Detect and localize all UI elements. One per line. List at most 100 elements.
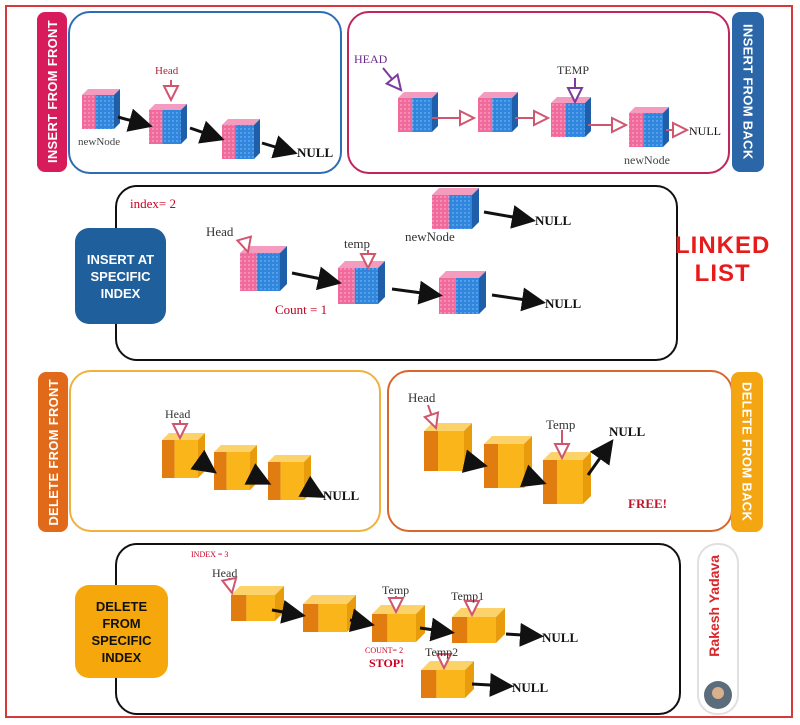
node-top-face	[303, 595, 356, 604]
node-next-part	[557, 460, 583, 504]
insert-front-newnode-label: newNode	[78, 136, 121, 148]
list-node	[452, 608, 505, 643]
insert-index-count-label: Count = 1	[275, 302, 328, 317]
pointer-arrow	[471, 673, 514, 697]
node-side-face	[114, 89, 120, 129]
pointer-arrowhead	[171, 423, 189, 441]
node-top-face	[421, 661, 474, 670]
delete-back-null: NULL	[609, 424, 646, 439]
delete-index-count-label: COUNT= 2	[365, 646, 404, 655]
node-next-part	[354, 268, 378, 304]
node-data-part	[439, 278, 456, 314]
pointer-arrowhead	[533, 109, 551, 127]
list-node	[439, 271, 486, 314]
pointer-arrow	[190, 449, 217, 474]
node-next-part	[95, 95, 114, 129]
node-data-part	[398, 98, 413, 132]
node-top-face	[149, 104, 187, 110]
title-line2: LIST	[694, 260, 751, 287]
node-top-face	[484, 436, 532, 444]
list-node	[424, 423, 472, 471]
node-next-part	[643, 113, 663, 147]
node-top-face	[240, 246, 287, 253]
node-next-part	[174, 440, 198, 478]
avatar	[704, 681, 732, 709]
pointer-arrowhead	[384, 72, 403, 92]
pointer-arrow	[461, 449, 488, 473]
pointer-arrow	[244, 463, 272, 485]
node-side-face	[432, 92, 438, 132]
insert-from-back-label: INSERT FROM BACK	[740, 24, 756, 160]
node-side-face	[663, 107, 669, 147]
insert-from-front-tab: INSERT FROM FRONT	[37, 12, 67, 172]
author-card: Rakesh Yadava	[697, 543, 739, 715]
insert-front-null: NULL	[297, 145, 334, 160]
node-data-part	[478, 98, 493, 132]
insert-index-head-label: Head	[206, 224, 234, 239]
node-top-face	[452, 608, 505, 617]
node-next-part	[162, 110, 181, 144]
pointer-arrowhead	[220, 576, 238, 596]
node-next-part	[492, 98, 512, 132]
delete-front-null: NULL	[323, 488, 360, 503]
insert-index-temp-label: temp	[344, 236, 370, 251]
node-top-face	[432, 188, 479, 195]
delete-index-temp1-label: Temp1	[451, 589, 485, 603]
node-data-part	[268, 462, 281, 500]
node-top-face	[162, 433, 205, 440]
list-node	[231, 586, 284, 621]
delete-from-front-tab: DELETE FROM FRONT	[38, 372, 68, 532]
node-next-part	[438, 431, 464, 471]
insert-from-back-tab: INSERT FROM BACK	[732, 12, 764, 172]
pointer-arrowhead	[387, 597, 405, 615]
node-top-face	[551, 97, 591, 103]
list-node	[484, 436, 532, 488]
list-node	[432, 188, 479, 229]
node-top-face	[629, 107, 669, 113]
list-node	[551, 97, 591, 137]
delete-at-index-label: DELETE FROM SPECIFIC INDEX	[91, 598, 152, 665]
pointer-arrow	[519, 464, 547, 488]
node-side-face	[416, 605, 425, 642]
node-side-face	[472, 188, 479, 229]
insert-index-null-bottom: NULL	[545, 296, 582, 311]
node-next-part	[565, 103, 585, 137]
node-top-face	[222, 119, 260, 125]
list-node	[421, 661, 474, 698]
pointer-arrowhead	[463, 600, 481, 618]
delete-back-free-label: FREE!	[628, 496, 667, 511]
node-side-face	[583, 452, 591, 504]
insert-at-index-badge: INSERT AT SPECIFIC INDEX	[75, 228, 166, 324]
delete-index-head-label: Head	[212, 566, 238, 580]
pointer-arrow	[491, 287, 546, 312]
node-top-face	[268, 455, 311, 462]
node-next-part	[412, 98, 432, 132]
node-data-part	[231, 595, 247, 621]
pointer-arrow	[261, 135, 298, 159]
delete-index-null-top: NULL	[542, 630, 579, 645]
pointer-arrowhead	[162, 85, 180, 103]
node-next-part	[318, 604, 347, 632]
delete-index-temp-label: Temp	[382, 583, 410, 597]
node-data-part	[214, 452, 227, 490]
node-side-face	[496, 608, 505, 643]
delete-index-stop-label: STOP!	[369, 656, 405, 670]
pointer-arrow	[419, 617, 455, 642]
node-next-part	[436, 670, 465, 698]
node-data-part	[372, 614, 388, 642]
node-top-face	[543, 452, 591, 460]
pointer-arrow	[505, 622, 544, 647]
node-top-face	[372, 605, 425, 614]
node-next-part	[387, 614, 416, 642]
node-top-face	[478, 92, 518, 98]
node-top-face	[398, 92, 438, 98]
node-side-face	[198, 433, 205, 478]
insert-back-newnode-label: newNode	[624, 153, 670, 167]
delete-index-index-label: INDEX = 3	[191, 550, 229, 559]
delete-from-back-label: DELETE FROM BACK	[739, 382, 755, 522]
pointer-arrowhead	[422, 411, 440, 431]
node-data-part	[484, 444, 498, 488]
node-data-part	[240, 253, 257, 291]
